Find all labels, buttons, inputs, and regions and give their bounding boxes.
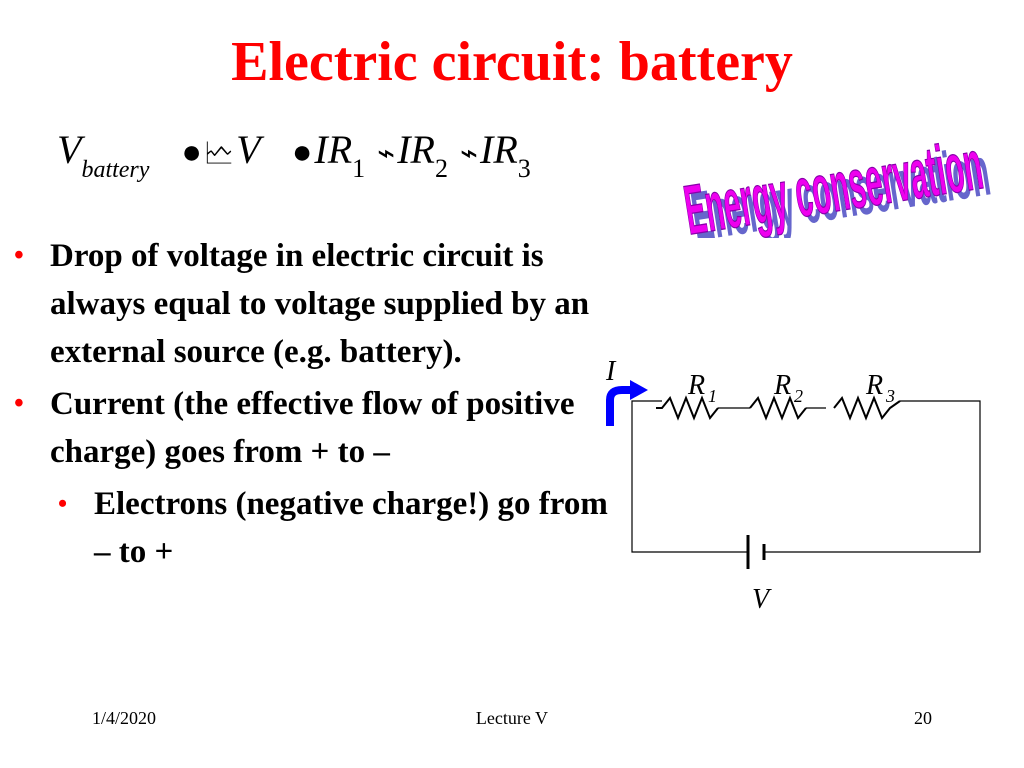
i-symbol-3: I <box>480 127 494 172</box>
r3-label: R <box>865 370 883 401</box>
bullet-item-voltage-drop: • Drop of voltage in electric circuit is… <box>14 232 624 376</box>
r2-symbol: R <box>410 127 435 172</box>
v-battery-symbol: V <box>57 127 82 172</box>
subbullet-marker: • <box>58 489 68 518</box>
r1-symbol: R <box>327 127 353 172</box>
bullet-item-current-direction: • Current (the effective flow of positiv… <box>14 380 624 476</box>
r2-index: 2 <box>434 154 448 183</box>
v-battery-subscript: battery <box>81 157 150 183</box>
battery-label: V <box>752 584 772 615</box>
wordart-text: Energy conservation <box>679 126 987 238</box>
delta-v-symbol: V <box>236 127 260 172</box>
broken-glyph-1-icon: 🗠 <box>203 137 235 170</box>
plus-glyph-1: ● <box>291 134 313 171</box>
circuit-wire-right <box>764 400 981 553</box>
current-arrowhead-icon <box>630 380 648 400</box>
page-title: Electric circuit: battery <box>231 31 793 93</box>
r1-label: R <box>687 370 705 401</box>
bullet-marker: • <box>14 240 24 271</box>
r2-label: R <box>773 370 791 401</box>
equals-glyph: ● <box>181 134 202 171</box>
r3-label-index: 3 <box>885 386 895 406</box>
resistor-r1 <box>656 395 719 421</box>
subbullet-text: Electrons (negative charge!) go from – t… <box>94 486 608 570</box>
energy-conservation-wordart: Energy conservation Energy conservation <box>679 126 995 238</box>
circuit-diagram: I R 1 R 2 R 3 V <box>605 356 981 615</box>
resistor-r3 <box>833 395 901 421</box>
bullet-text: Current (the effective flow of positive … <box>50 386 575 470</box>
circuit-wire-loop <box>631 400 748 553</box>
resistor-r2 <box>749 395 807 421</box>
current-label: I <box>605 356 617 387</box>
footer-page-number: 20 <box>914 708 932 728</box>
current-arrow-icon <box>606 386 630 426</box>
r1-index: 1 <box>352 154 366 183</box>
subbullet-item-electrons: • Electrons (negative charge!) go from –… <box>14 480 624 576</box>
i-symbol-1: I <box>314 127 328 172</box>
kirchhoff-formula: Vbattery ●🗠V ●IR1 ⌁IR2 ⌁IR3 <box>57 126 531 184</box>
footer-date: 1/4/2020 <box>92 708 157 728</box>
bullet-list: • Drop of voltage in electric circuit is… <box>14 232 624 576</box>
broken-glyph-3-icon: ⌁ <box>459 137 479 170</box>
r3-index: 3 <box>517 154 531 183</box>
footer-lecture: Lecture V <box>475 708 549 728</box>
r1-label-index: 1 <box>708 386 717 406</box>
r3-symbol: R <box>493 127 518 172</box>
bullet-text: Drop of voltage in electric circuit is a… <box>50 238 590 370</box>
r2-label-index: 2 <box>794 386 803 406</box>
broken-glyph-2-icon: ⌁ <box>377 137 396 170</box>
bullet-marker: • <box>14 388 24 419</box>
i-symbol-2: I <box>397 127 411 172</box>
